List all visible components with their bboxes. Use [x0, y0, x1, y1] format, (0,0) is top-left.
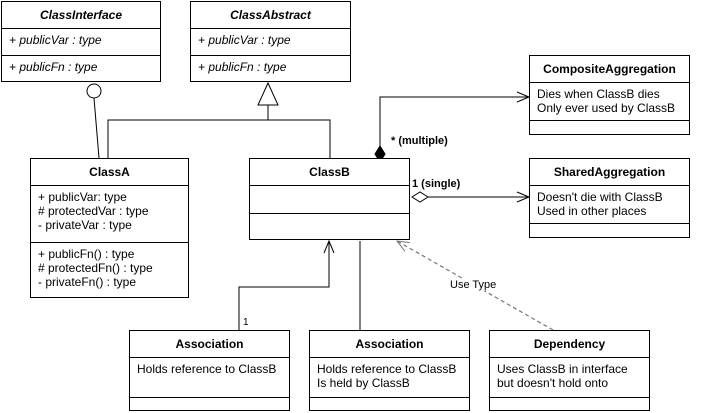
note-line: Holds reference to ClassB [317, 362, 457, 376]
class-a-name: ClassA [31, 159, 188, 186]
attribute-line: # protectedVar : type [38, 204, 149, 218]
class-b-box[interactable]: ClassB [249, 158, 410, 240]
note-line: Is held by ClassB [317, 376, 410, 390]
class-abstract-name: ClassAbstract [191, 2, 350, 29]
note-line: Doesn't die with ClassB [537, 190, 663, 204]
operation-line: + publicFn() : type [38, 247, 135, 261]
dependency-line [397, 241, 554, 331]
composite-aggregation-empty [530, 121, 689, 134]
association-1-notes: Holds reference to ClassB [130, 358, 289, 398]
composite-aggregation-box[interactable]: CompositeAggregation Dies when ClassB di… [529, 55, 690, 135]
class-abstract-box[interactable]: ClassAbstract + publicVar : type + publi… [190, 1, 351, 82]
association-2-notes: Holds reference to ClassB Is held by Cla… [310, 358, 469, 398]
composite-aggregation-line [379, 97, 529, 148]
class-b-name: ClassB [250, 159, 409, 186]
dependency-type-label: Use Type [449, 279, 498, 291]
association-1-name: Association [130, 331, 289, 358]
note-line: Used in other places [537, 204, 647, 218]
dependency-empty [490, 398, 649, 410]
shared-aggregation-empty [530, 224, 689, 237]
note-line: Only ever used by ClassB [537, 101, 676, 115]
shared-aggregation-notes: Doesn't die with ClassB Used in other pl… [530, 186, 689, 224]
composite-aggregation-notes: Dies when ClassB dies Only ever used by … [530, 83, 689, 121]
interface-realization-line [93, 97, 100, 159]
note-line: but doesn't hold onto [497, 376, 609, 390]
operation-line: - privateFn() : type [38, 275, 137, 289]
note-line: Uses ClassB in interface [497, 362, 628, 376]
association-2-name: Association [310, 331, 469, 358]
class-interface-attributes: + publicVar : type [2, 29, 160, 56]
shared-diamond [411, 191, 429, 203]
composite-aggregation-name: CompositeAggregation [530, 56, 689, 83]
class-b-attributes [250, 186, 409, 214]
class-a-attributes: + publicVar: type # protectedVar : type … [31, 186, 188, 243]
composite-multiplicity-label: * (multiple) [391, 135, 448, 147]
association-multiplicity-label: 1 [243, 317, 249, 328]
class-interface-name: ClassInterface [2, 2, 160, 29]
class-b-operations [250, 214, 409, 239]
dependency-notes: Uses ClassB in interface but doesn't hol… [490, 358, 649, 398]
class-a-box[interactable]: ClassA + publicVar: type # protectedVar … [30, 158, 189, 298]
operation-line: + publicFn : type [198, 60, 287, 74]
association-1-empty [130, 398, 289, 410]
association-box-1[interactable]: Association Holds reference to ClassB [129, 330, 290, 411]
association-line-1 [238, 241, 329, 330]
attribute-line: + publicVar : type [9, 33, 102, 47]
attribute-line: - privateVar : type [38, 218, 132, 232]
dependency-box[interactable]: Dependency Uses ClassB in interface but … [489, 330, 650, 411]
shared-multiplicity-label: 1 (single) [412, 178, 461, 190]
generalization-triangle [257, 81, 279, 106]
operation-line: + publicFn : type [9, 60, 98, 74]
note-line: Holds reference to ClassB [137, 362, 277, 376]
class-a-operations: + publicFn() : type # protectedFn() : ty… [31, 243, 188, 297]
shared-aggregation-name: SharedAggregation [530, 159, 689, 186]
class-interface-operations: + publicFn : type [2, 56, 160, 81]
generalization-line [107, 119, 331, 158]
note-line: Dies when ClassB dies [537, 87, 660, 101]
attribute-line: + publicVar: type [38, 190, 127, 204]
interface-lollipop [86, 83, 102, 99]
class-abstract-attributes: + publicVar : type [191, 29, 350, 56]
class-interface-box[interactable]: ClassInterface + publicVar : type + publ… [1, 1, 161, 82]
association-2-empty [310, 398, 469, 410]
dependency-name: Dependency [490, 331, 649, 358]
operation-line: # protectedFn() : type [38, 261, 153, 275]
attribute-line: + publicVar : type [198, 33, 291, 47]
association-box-2[interactable]: Association Holds reference to ClassB Is… [309, 330, 470, 411]
class-abstract-operations: + publicFn : type [191, 56, 350, 81]
shared-aggregation-box[interactable]: SharedAggregation Doesn't die with Class… [529, 158, 690, 238]
